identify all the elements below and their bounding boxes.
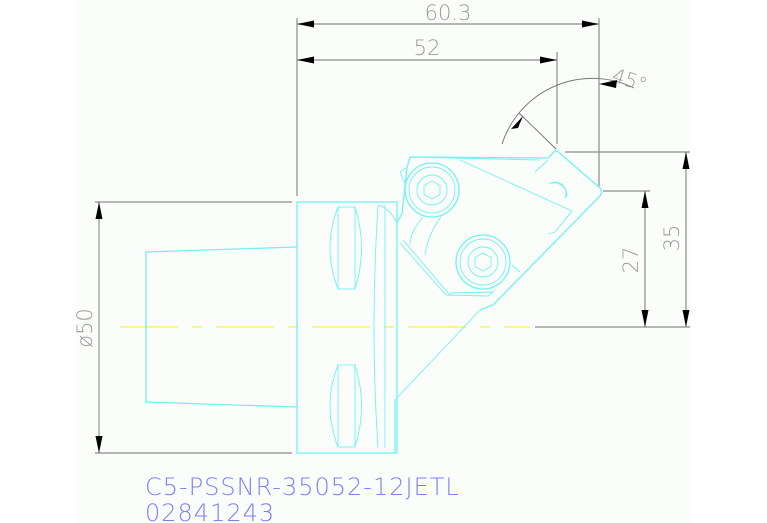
dimension-label-diameter-50: ø50	[73, 308, 97, 348]
dimension-lead-angle: 45°	[501, 63, 650, 150]
part-number-label: C5-PSSNR-35052-12JETL	[145, 473, 460, 501]
dimension-label-45-deg: 45°	[609, 63, 650, 97]
shank-outline	[145, 246, 298, 408]
clamp-screw-lower	[455, 234, 521, 290]
dimension-label-52: 52	[414, 36, 441, 60]
dimension-label-60-3: 60.3	[425, 1, 472, 25]
dimension-overall-length: 60.3	[296, 1, 600, 196]
clamp-head	[396, 149, 603, 311]
dimension-shank-diameter: ø50	[73, 201, 292, 454]
drawing-panel	[75, 0, 690, 523]
order-number-label: 02841243	[145, 499, 275, 523]
dimension-body-length: 52	[297, 36, 558, 144]
flange-body	[296, 201, 481, 454]
dimension-label-27: 27	[619, 247, 643, 274]
dimension-label-35: 35	[660, 225, 684, 252]
dimension-cutting-heights: 27 35	[535, 151, 690, 328]
clamp-screw-upper	[404, 162, 460, 218]
